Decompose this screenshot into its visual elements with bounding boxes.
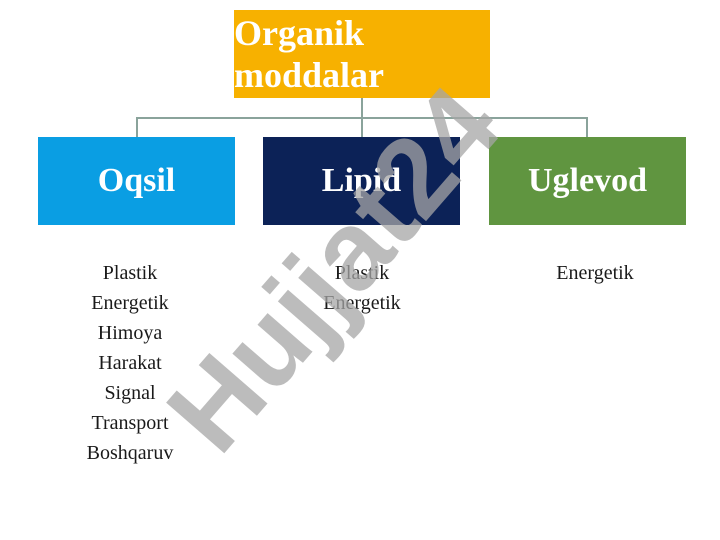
root-node-label: Organik moddalar (234, 13, 385, 95)
list-item: Boshqaruv (86, 442, 174, 464)
list-item: Plastik (102, 262, 158, 284)
root-node-organik-moddalar: Organik moddalar (234, 10, 490, 98)
list-item: Harakat (98, 352, 162, 374)
list-item: Energetik (556, 262, 634, 284)
lipid-functions-list: Plastik Energetik (292, 258, 432, 318)
oqsil-functions-list: Plastik Energetik Himoya Harakat Signal … (60, 258, 200, 468)
connector-root-stem (361, 98, 363, 118)
connector-uglevod (586, 117, 588, 137)
category-label-lipid: Lipid (321, 162, 402, 199)
list-item: Plastik (334, 262, 390, 284)
list-item: Signal (104, 382, 156, 404)
list-item: Energetik (323, 292, 401, 314)
connector-oqsil (136, 117, 138, 137)
connector-lipid (361, 117, 363, 137)
list-item: Transport (91, 412, 169, 434)
uglevod-functions-list: Energetik (525, 258, 665, 288)
category-node-oqsil: Oqsil (38, 137, 235, 225)
list-item: Energetik (91, 292, 169, 314)
category-label-oqsil: Oqsil (97, 162, 176, 199)
category-label-uglevod: Uglevod (528, 162, 647, 199)
list-item: Himoya (97, 322, 163, 344)
category-node-lipid: Lipid (263, 137, 460, 225)
category-node-uglevod: Uglevod (489, 137, 686, 225)
